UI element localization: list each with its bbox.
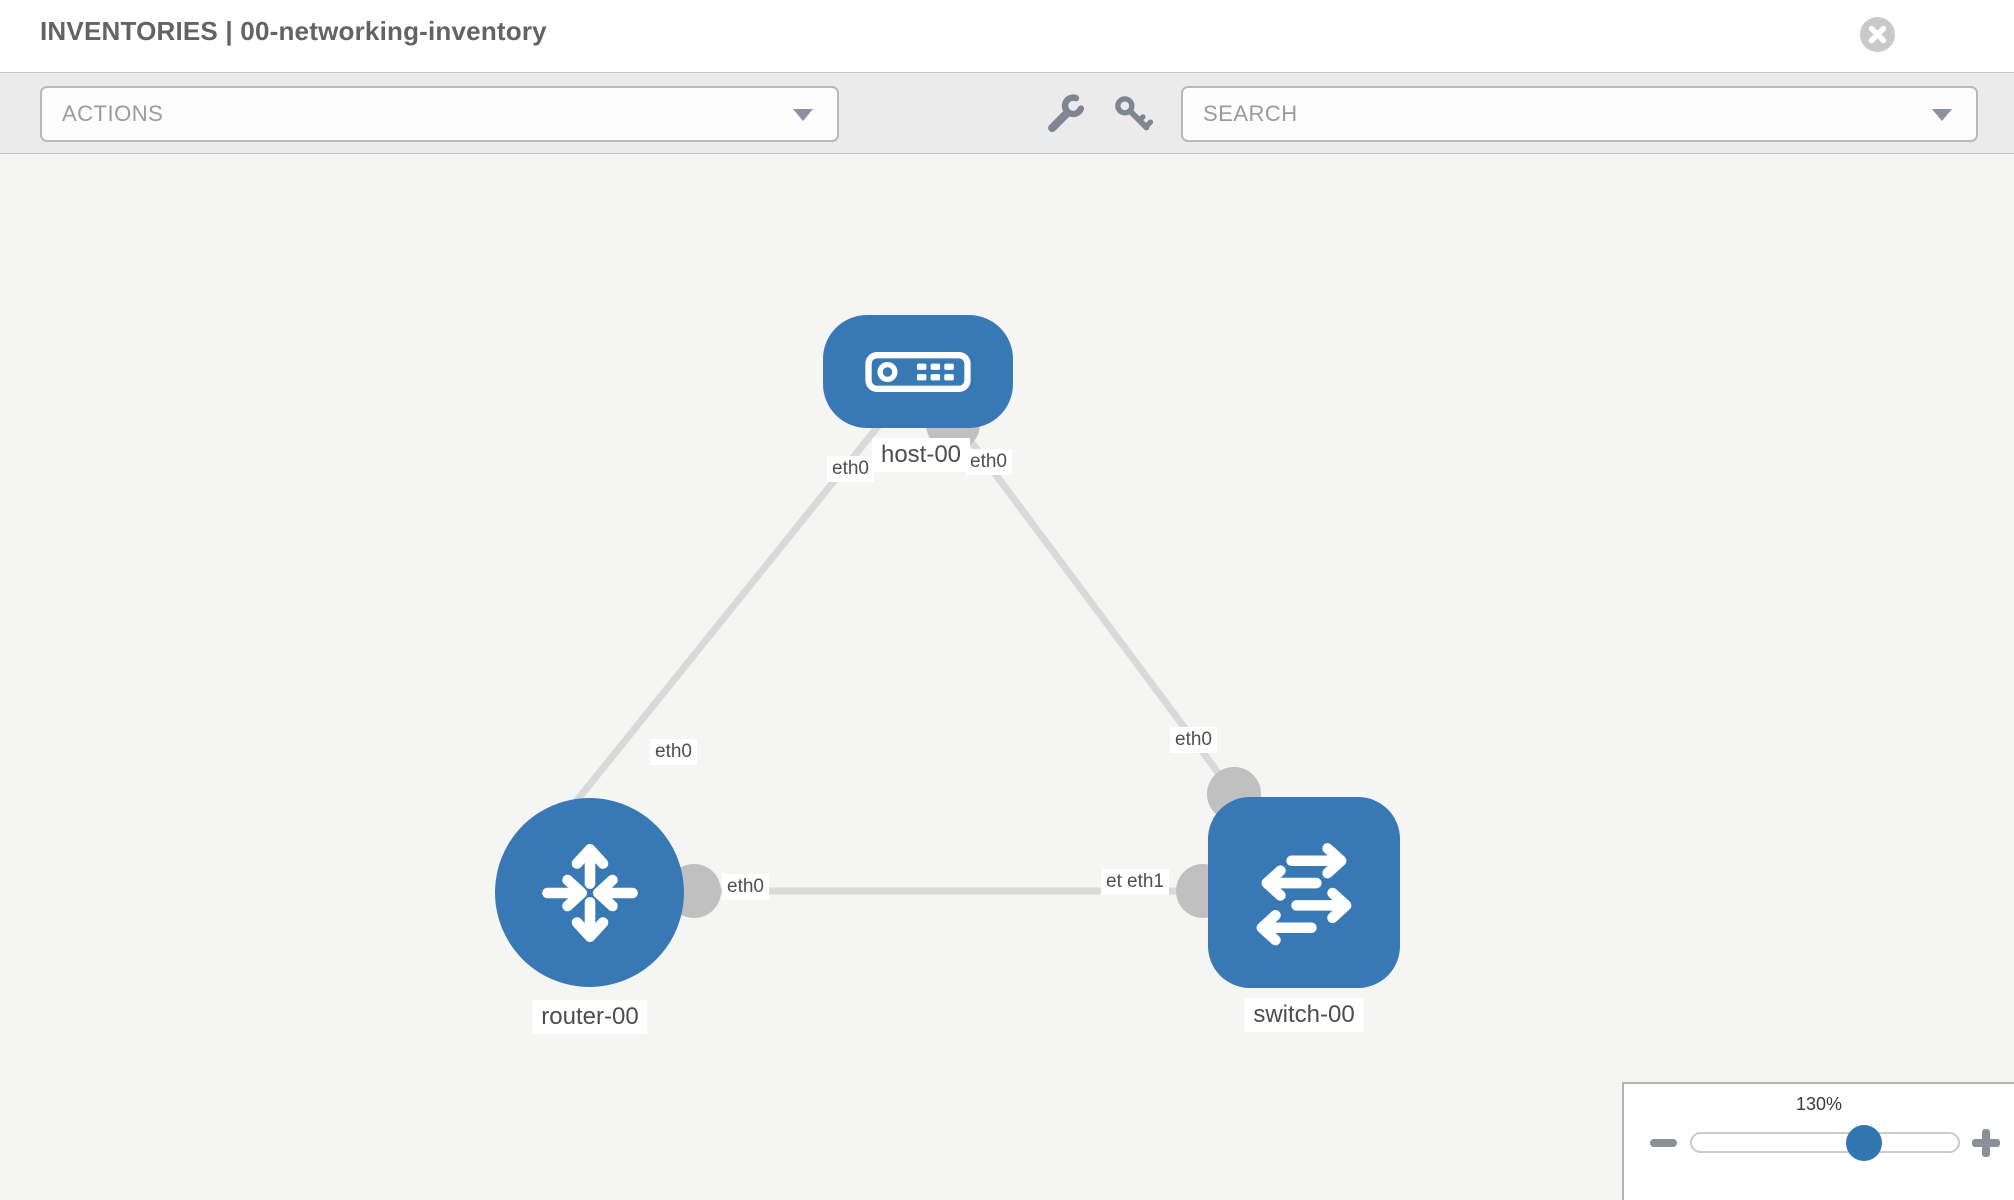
actions-dropdown[interactable]: ACTIONS: [40, 86, 839, 142]
node-router-00[interactable]: [495, 798, 684, 987]
caret-down-icon: [1932, 109, 1952, 121]
configure-button[interactable]: [1044, 93, 1086, 135]
interface-label-overlap: eth0 eth1: [1101, 869, 1189, 897]
interface-label: eth0: [1170, 727, 1217, 753]
close-icon: [1868, 25, 1887, 44]
interface-label: eth0: [827, 456, 874, 482]
zoom-level-value: 130%: [1795, 1094, 1843, 1114]
page-title: INVENTORIES | 00-networking-inventory: [40, 16, 547, 46]
node-switch-00[interactable]: [1208, 797, 1400, 988]
zoom-slider[interactable]: [1690, 1132, 1960, 1153]
interface-label: eth0: [965, 449, 1012, 475]
interface-label: eth0: [650, 739, 697, 765]
toolbar: ACTIONS SEARCH: [0, 72, 2014, 154]
zoom-control-panel: 130%: [1622, 1082, 2014, 1200]
zoom-slider-thumb[interactable]: [1846, 1125, 1882, 1161]
panel-header: INVENTORIES | 00-networking-inventory: [0, 0, 2014, 72]
node-label-host-00: host-00: [871, 438, 971, 472]
wrench-icon: [1048, 94, 1085, 133]
links-layer: [563, 397, 1261, 918]
topology-canvas[interactable]: host-00 router-00 switch-00 eth0 eth0 et…: [0, 154, 2014, 1200]
node-label-router-00: router-00: [532, 1000, 648, 1034]
zoom-out-button minus-icon[interactable]: [1650, 1139, 1677, 1147]
interface-label: eth1: [1122, 869, 1169, 895]
search-dropdown[interactable]: SEARCH: [1181, 86, 1978, 142]
node-host-00[interactable]: [823, 315, 1013, 428]
close-button[interactable]: [1860, 17, 1895, 52]
search-placeholder: SEARCH: [1203, 101, 1298, 126]
key-icon: [1115, 96, 1154, 131]
interface-label: eth0: [722, 874, 769, 900]
actions-dropdown-label: ACTIONS: [62, 101, 164, 126]
credentials-button[interactable]: [1112, 93, 1154, 135]
switch-icon: [1256, 842, 1352, 945]
router-icon: [541, 843, 638, 942]
host-icon: [865, 351, 971, 392]
zoom-in-button plus-icon[interactable]: [1972, 1129, 2000, 1157]
caret-down-icon: [793, 109, 813, 121]
node-label-switch-00: switch-00: [1244, 998, 1364, 1032]
